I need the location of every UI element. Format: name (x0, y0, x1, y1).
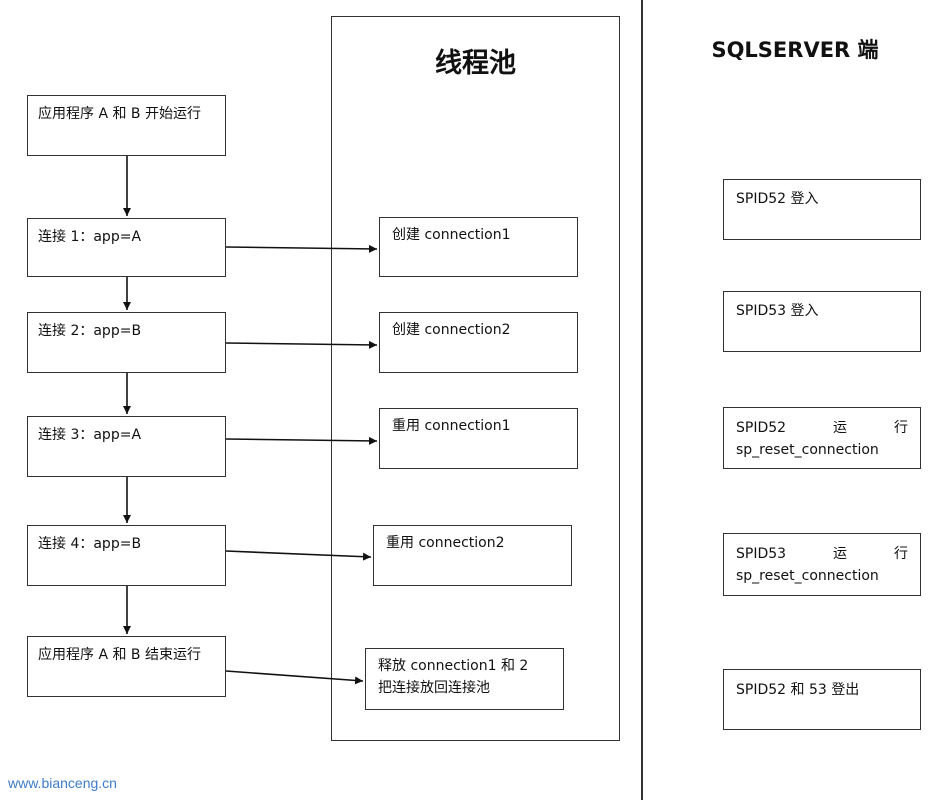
server-reset-52: SPID52 运 行 sp_reset_connection (723, 407, 921, 469)
pool-action-create-1: 创建 connection1 (379, 217, 578, 277)
pool-arrow-2 (225, 340, 378, 349)
reset-52-spid: SPID52 (736, 420, 787, 436)
server-reset-53: SPID53 运 行 sp_reset_connection (723, 533, 921, 596)
section-divider (641, 0, 643, 800)
release-line-1: 释放 connection1 和 2 (378, 658, 529, 674)
server-logout: SPID52 和 53 登出 (723, 669, 921, 730)
step-connection-1: 连接 1：app=A (27, 218, 226, 277)
pool-action-release: 释放 connection1 和 2 把连接放回连接池 (365, 648, 564, 710)
pool-arrow-5 (225, 670, 364, 685)
reset-52-verb1: 运 (833, 420, 848, 436)
pool-action-reuse-1: 重用 connection1 (379, 408, 578, 469)
step-app-start: 应用程序 A 和 B 开始运行 (27, 95, 226, 156)
reset-53-verb2: 行 (894, 546, 908, 562)
thread-pool-title: 线程池 (435, 48, 516, 79)
reset-53-spid: SPID53 (736, 546, 787, 562)
reset-53-proc: sp_reset_connection (736, 568, 879, 584)
reset-53-verb1: 运 (833, 546, 848, 562)
reset-52-proc: sp_reset_connection (736, 442, 879, 458)
step-app-end: 应用程序 A 和 B 结束运行 (27, 636, 226, 697)
watermark: www.bianceng.cn (8, 775, 117, 791)
step-connection-4: 连接 4：app=B (27, 525, 226, 586)
pool-arrow-3 (225, 436, 378, 445)
pool-arrow-4 (225, 550, 372, 561)
pool-action-create-2: 创建 connection2 (379, 312, 578, 373)
sqlserver-title: SQLSERVER 端 (711, 38, 879, 62)
release-line-2: 把连接放回连接池 (378, 680, 490, 696)
pool-arrow-1 (225, 244, 378, 253)
reset-52-verb2: 行 (894, 420, 908, 436)
server-login-53: SPID53 登入 (723, 291, 921, 352)
step-connection-2: 连接 2：app=B (27, 312, 226, 373)
thread-pool-frame (331, 16, 620, 741)
pool-action-reuse-2: 重用 connection2 (373, 525, 572, 586)
step-connection-3: 连接 3：app=A (27, 416, 226, 477)
server-login-52: SPID52 登入 (723, 179, 921, 240)
